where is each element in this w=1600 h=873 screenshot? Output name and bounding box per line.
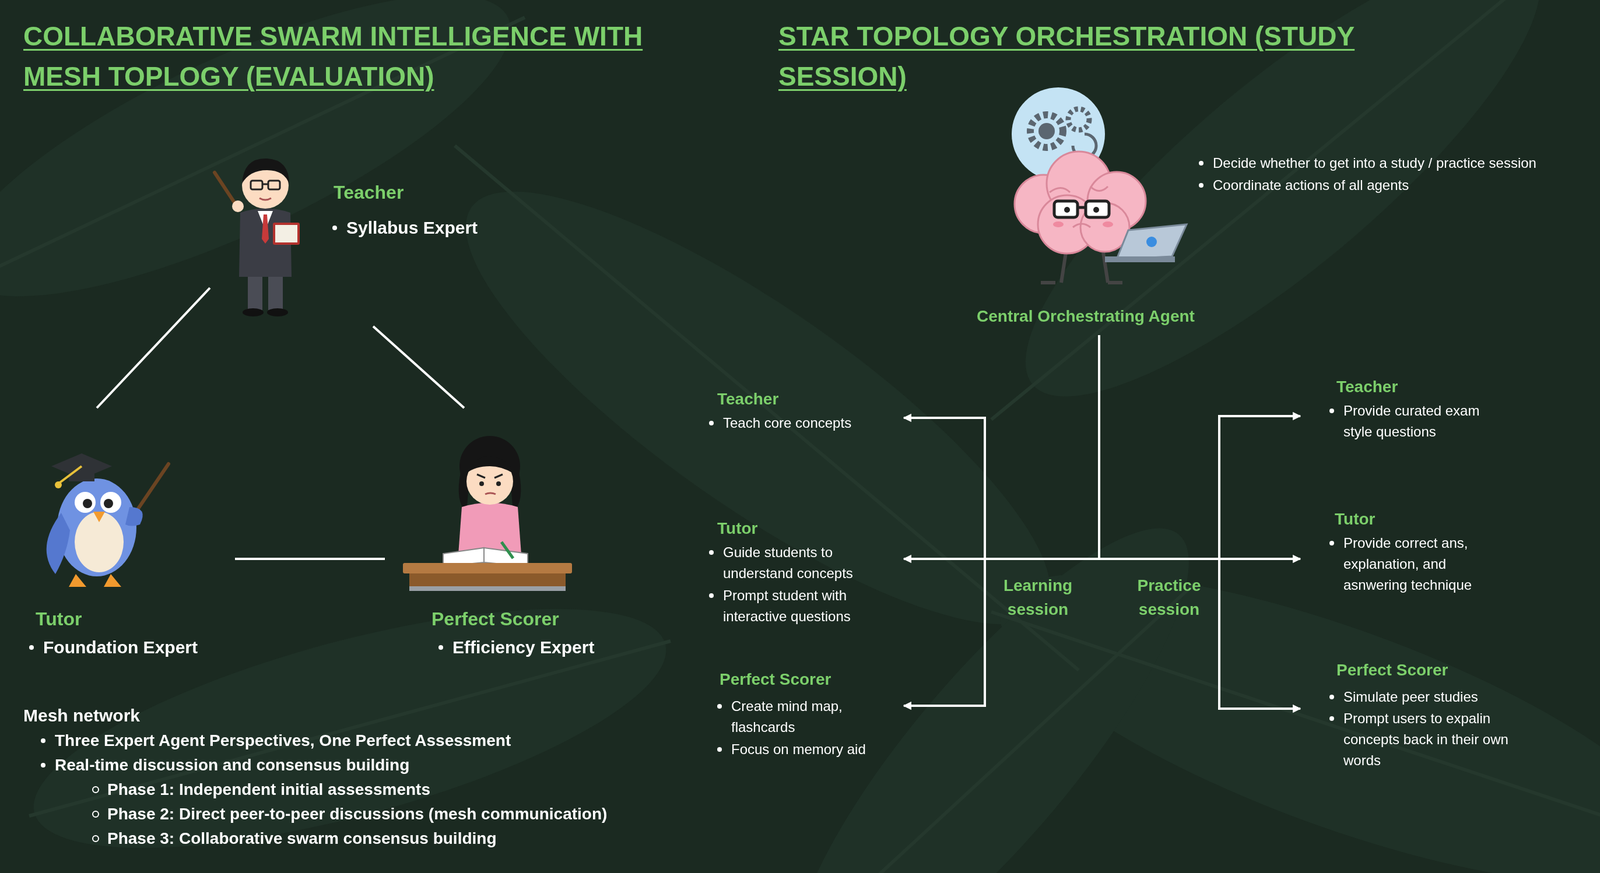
agent-duty: Prompt users to expalin concepts back in…: [1323, 708, 1511, 772]
note-text: Phase 3: Collaborative swarm consensus b…: [87, 826, 729, 852]
connector: [1099, 335, 1301, 710]
note-text: Mesh network: [23, 702, 374, 729]
agent-node: Perfect ScorerEfficiency Expert: [384, 408, 642, 666]
agent-name: Perfect Scorer: [1336, 658, 1512, 683]
agent-duty: Decide whether to get into a study / pra…: [1193, 152, 1592, 174]
agent-duty: Provide correct ans, explanation, and as…: [1323, 532, 1511, 596]
agent-duty: Create mind map, flashcards: [711, 696, 887, 739]
connector: [903, 335, 1100, 560]
agent-duty: Coordinate actions of all agents: [1193, 174, 1592, 196]
teacher-figure: [214, 158, 300, 317]
session-label: Practice session: [1125, 574, 1213, 622]
connector: [373, 326, 465, 409]
connector: [234, 558, 385, 561]
agent-duty: Simulate peer studies: [1323, 686, 1511, 708]
agent-node: TeacherTeach core concepts: [693, 384, 904, 449]
agent-node: Perfect ScorerCreate mind map, flashcard…: [693, 664, 904, 770]
agent-node: TutorProvide correct ans, explanation, a…: [1300, 504, 1522, 610]
connector: [903, 335, 1100, 560]
agent-node: TutorGuide students to understand concep…: [693, 513, 904, 636]
connector: [96, 288, 210, 409]
agent-duty: Focus on memory aid: [711, 739, 887, 761]
agent-name: Perfect Scorer: [431, 605, 619, 634]
agent-name: Teacher: [717, 387, 893, 412]
agent-name: Central Orchestrating Agent: [976, 304, 1222, 329]
perfect-scorer-figure: [402, 436, 573, 592]
agent-name: Tutor: [1334, 507, 1510, 532]
agent-duty: Prompt student with interactive question…: [703, 585, 879, 628]
note-text: Phase 2: Direct peer-to-peer discussions…: [87, 802, 729, 827]
agent-name: Teacher: [1336, 374, 1512, 400]
agent-node: TutorFoundation Expert: [23, 408, 235, 666]
session-label: Learning session: [994, 574, 1082, 622]
agent-duty: Guide students to understand concepts: [703, 542, 879, 585]
agent-name: Tutor: [35, 605, 211, 634]
agent-node: TeacherProvide curated exam style questi…: [1300, 373, 1522, 449]
agent-duty: Foundation Expert: [23, 634, 231, 661]
note-text: Phase 1: Independent initial assessments: [87, 777, 729, 803]
agent-name: Perfect Scorer: [719, 667, 895, 693]
agent-node: Central Orchestrating Agent Decide whethe…: [967, 102, 1597, 336]
agent-name: Tutor: [717, 516, 893, 542]
agent-node: TeacherSyllabus Expert: [209, 148, 525, 327]
agent-duty: Provide curated exam style questions: [1323, 400, 1511, 443]
agent-duty: Teach core concepts: [703, 412, 896, 434]
note-text: Real-time discussion and consensus build…: [34, 753, 677, 778]
connector: [1099, 335, 1301, 560]
section-title: COLLABORATIVE SWARM INTELLIGENCE WITH ME…: [23, 16, 700, 97]
agent-duty: Efficiency Expert: [432, 634, 637, 661]
note-text: Three Expert Agent Perspectives, One Per…: [34, 728, 677, 754]
tutor-owl-figure: [46, 453, 169, 588]
orchestrator-brain-figure: [1011, 87, 1187, 283]
agent-name: Teacher: [333, 178, 509, 207]
connector: [1099, 335, 1301, 560]
connector: [903, 335, 1100, 707]
agent-duty: Syllabus Expert: [326, 214, 519, 241]
section-title: STAR TOPOLOGY ORCHESTRATION (STUDY SESSI…: [778, 16, 1362, 97]
agent-node: Perfect ScorerSimulate peer studiesPromp…: [1300, 656, 1522, 780]
